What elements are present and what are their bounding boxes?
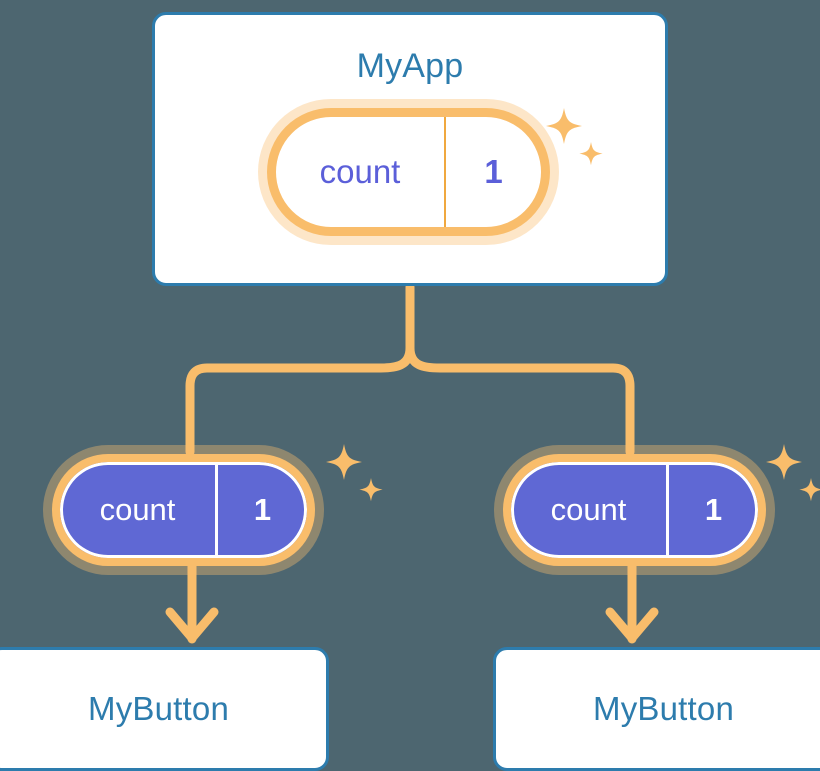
branch-right xyxy=(405,343,635,457)
child-right-state-value: 1 xyxy=(704,492,723,527)
mybutton-card-right-title: MyButton xyxy=(593,690,734,727)
mybutton-card-left[interactable]: MyButton xyxy=(0,647,329,771)
child-left-state-key: count xyxy=(60,462,218,558)
sparkle-small-icon xyxy=(799,478,820,502)
myapp-state-key: count xyxy=(276,117,446,227)
arrow-head-right xyxy=(605,607,659,643)
child-left-state-pill[interactable]: count 1 xyxy=(52,454,315,566)
mybutton-card-right[interactable]: MyButton xyxy=(493,647,820,771)
sparkle-icon xyxy=(766,444,802,480)
child-right-state-pill[interactable]: count 1 xyxy=(503,454,766,566)
arrow-head-left xyxy=(165,607,219,643)
child-right-state-key: count xyxy=(511,462,669,558)
sparkle-icon xyxy=(326,444,362,480)
myapp-state-pill[interactable]: count 1 xyxy=(267,108,550,236)
branch-left xyxy=(185,343,415,457)
sparkle-small-icon xyxy=(359,478,383,502)
mybutton-card-left-title: MyButton xyxy=(88,690,229,727)
myapp-card-title: MyApp xyxy=(356,47,464,85)
myapp-state-value: 1 xyxy=(484,153,503,190)
child-left-state-value: 1 xyxy=(253,492,272,527)
sparkles-child-left xyxy=(326,444,383,502)
sparkles-child-right xyxy=(766,444,820,502)
